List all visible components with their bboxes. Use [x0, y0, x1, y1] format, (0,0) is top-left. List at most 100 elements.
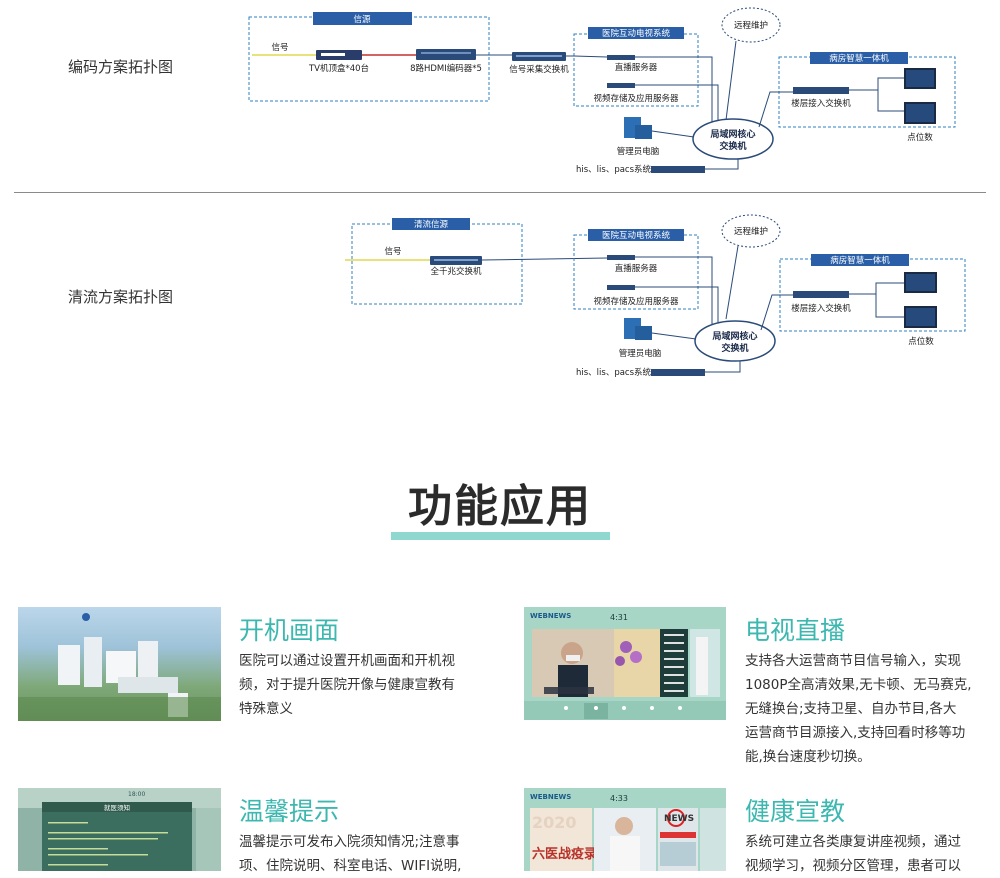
feature-line: 支持各大运营商节目信号输入，实现: [745, 653, 961, 669]
iptv-group-title: 医院互动电视系统: [602, 28, 671, 39]
his-server-device: [651, 369, 705, 376]
remote-cloud: [721, 7, 781, 43]
points-label: 点位数: [907, 132, 933, 143]
core-switch-label-2: 交换机: [721, 342, 748, 354]
remote-label: 远程维护: [734, 20, 768, 31]
core-switch-cloud: [692, 118, 774, 160]
feature-live-tv: WEBNEWS 4:31 电视直播 支持各大: [524, 607, 984, 767]
screen-title: 就医须知: [104, 803, 130, 812]
floor-switch-label: 楼层接入交换机: [791, 98, 851, 109]
floor-switch-label: 楼层接入交换机: [791, 303, 851, 314]
encoder-device: [416, 49, 476, 60]
his-label: his、lis、pacs系统: [576, 367, 652, 378]
feature-line: 运营商节目源接入,支持回看时移等功: [745, 725, 966, 741]
poster-year: 2020: [532, 813, 577, 832]
points-label: 点位数: [908, 336, 934, 347]
storage-server-device: [607, 285, 635, 290]
signal-label: 信号: [271, 42, 288, 53]
screen-clock: 4:31: [610, 613, 628, 622]
brand-logo: WEBNEWS: [530, 793, 571, 801]
reminders-thumbnail: 18:00 就医须知: [18, 788, 221, 871]
ward-group-title: 病房智慧一体机: [830, 255, 890, 266]
clear-topology-diagram: 清流信源 信号 全千兆交换机 医院互动电视系统 直播服务器 视频存储及应用服务器…: [345, 214, 966, 378]
admin-pc-label: 管理员电脑: [619, 348, 662, 359]
iptv-group-header: [588, 229, 684, 241]
admin-pc-icon: [624, 318, 652, 340]
feature-line: 系统可建立各类康复讲座视频，通过: [745, 834, 961, 850]
feature-line: 项、住院说明、科室电话、WIFI说明,: [239, 858, 462, 874]
remote-cloud: [721, 214, 781, 248]
encoder-label: 8路HDMI编码器*5: [410, 63, 482, 74]
poster-title: 六医战疫录: [532, 846, 597, 862]
feature-line: 无缝换台;支持卫星、自办节目,各大: [745, 701, 957, 717]
topology-divider: [14, 192, 986, 193]
screen-clock: 18:00: [128, 791, 145, 798]
storage-server-label: 视频存储及应用服务器: [593, 93, 679, 104]
feature-line: 1080P全高清效果,无卡顿、无马赛克,: [745, 677, 972, 693]
feature-description: 系统可建立各类康复讲座视频，通过 视频学习，视频分区管理，患者可以: [745, 830, 985, 878]
storage-server-device: [607, 83, 635, 88]
tv-screen-icon: [904, 306, 937, 328]
core-switch-label-2: 交换机: [719, 140, 746, 152]
clear-source-group-header: [392, 218, 470, 230]
live-server-label: 直播服务器: [615, 263, 658, 274]
health-education-thumbnail: WEBNEWS 4:33 2020 六医战疫录 NEWS: [524, 788, 726, 871]
feature-title: 电视直播: [745, 616, 846, 645]
feature-health-education: WEBNEWS 4:33 2020 六医战疫录 NEWS 健康宣教 系统可建立各…: [524, 788, 984, 874]
core-switch-label-1: 局域网核心: [710, 128, 755, 140]
poster-card: [530, 808, 592, 871]
tv-screen-icon: [904, 102, 936, 124]
iptv-group-header: [588, 27, 684, 39]
core-switch-cloud: [694, 320, 776, 362]
source-group-header: [313, 12, 412, 25]
feature-boot-screen: 开机画面 医院可以通过设置开机画面和开机视 频，对于提升医院开像与健康宣教有 特…: [18, 607, 478, 737]
signal-label: 信号: [384, 246, 401, 257]
storage-server-label: 视频存储及应用服务器: [593, 296, 679, 307]
clear-topology-label: 清流方案拓扑图: [68, 288, 174, 306]
core-switch-label-1: 局域网核心: [712, 330, 757, 342]
clear-source-group-title: 清流信源: [414, 219, 449, 230]
feature-title: 健康宣教: [745, 797, 846, 826]
ward-group-header: [810, 52, 908, 64]
tv-screen-icon: [904, 68, 936, 89]
feature-line: 能,换台速度秒切换。: [745, 749, 871, 765]
feature-line: 特殊意义: [239, 701, 293, 717]
feature-title: 温馨提示: [239, 797, 340, 826]
encoding-topology-label: 编码方案拓扑图: [68, 58, 174, 76]
ward-group-title: 病房智慧一体机: [829, 53, 889, 64]
live-server-label: 直播服务器: [615, 62, 658, 73]
admin-pc-icon: [624, 117, 652, 139]
feature-title: 开机画面: [239, 616, 340, 645]
screen-clock: 4:33: [610, 794, 628, 803]
live-tv-thumbnail: WEBNEWS 4:31: [524, 607, 726, 720]
floor-switch-device: [793, 87, 849, 94]
stb-label: TV机顶盒*40台: [308, 63, 369, 74]
feature-line: 温馨提示可发布入院须知情况;注意事: [239, 834, 460, 850]
admin-pc-label: 管理员电脑: [617, 146, 660, 157]
feature-line: 视频学习，视频分区管理，患者可以: [745, 858, 961, 874]
live-server-device: [607, 255, 635, 260]
feature-description: 支持各大运营商节目信号输入，实现 1080P全高清效果,无卡顿、无马赛克, 无缝…: [745, 649, 985, 769]
source-group-title: 信源: [353, 14, 371, 25]
floor-switch-device: [793, 291, 849, 298]
feature-line: 医院可以通过设置开机画面和开机视: [239, 653, 455, 669]
his-server-device: [651, 166, 705, 173]
his-label: his、lis、pacs系统: [576, 164, 652, 175]
encoding-topology-diagram: 信源 信号 TV机顶盒*40台 8路HDMI编码器*5 信号采集交换机 医院互动…: [248, 7, 956, 175]
boot-screen-thumbnail: [18, 607, 221, 721]
news-tag: NEWS: [664, 814, 694, 824]
remote-label: 远程维护: [734, 226, 768, 237]
feature-line: 频，对于提升医院开像与健康宣教有: [239, 677, 455, 693]
channel-list: [660, 629, 688, 697]
feature-description: 医院可以通过设置开机画面和开机视 频，对于提升医院开像与健康宣教有 特殊意义: [239, 649, 455, 721]
gigabit-switch-label: 全千兆交换机: [430, 266, 482, 277]
section-title: 功能应用: [408, 481, 592, 532]
feature-description: 温馨提示可发布入院须知情况;注意事 项、住院说明、科室电话、WIFI说明,: [239, 830, 461, 878]
collect-switch-label: 信号采集交换机: [509, 64, 569, 75]
feature-reminders: 18:00 就医须知 温馨提示 温馨提示可发布入院须知情况;注意事 项、住院说明…: [18, 788, 478, 874]
section-title-underline: [391, 532, 610, 540]
iptv-group-title: 医院互动电视系统: [602, 230, 671, 241]
live-server-device: [607, 55, 635, 60]
tv-screen-icon: [904, 272, 937, 293]
ward-group-header: [811, 254, 909, 266]
